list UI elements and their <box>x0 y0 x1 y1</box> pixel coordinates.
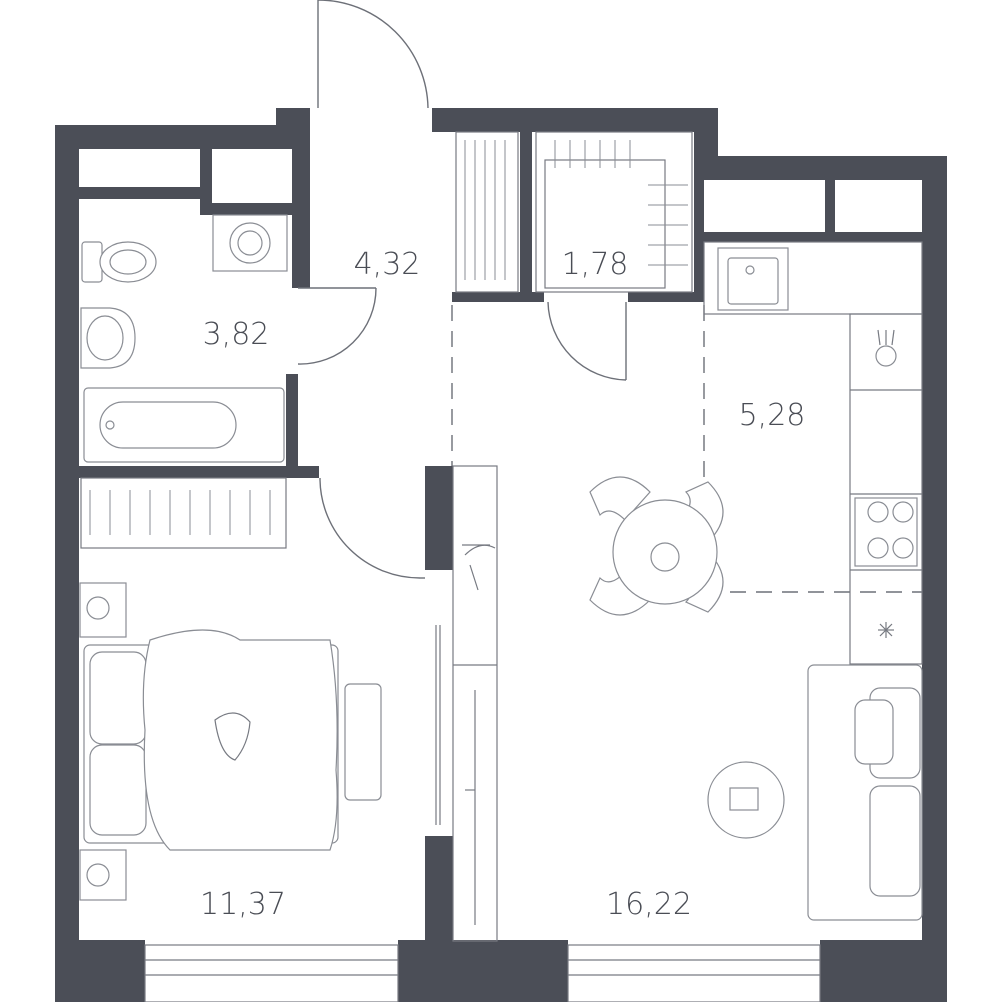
walls <box>55 108 947 1002</box>
kitchen-sink-icon <box>717 247 789 311</box>
bed-icon <box>83 629 382 851</box>
faucet-icon <box>875 329 897 367</box>
windows <box>144 944 821 1002</box>
hallway-area: 4,32 <box>354 247 421 282</box>
storage-area: 1,78 <box>562 247 629 282</box>
bathtub-icon <box>83 387 285 463</box>
sofa-icon <box>807 664 923 921</box>
bathroom-area: 3,82 <box>203 317 270 352</box>
mirror <box>435 625 441 825</box>
stove-icon <box>854 497 918 567</box>
plant-icon <box>462 544 496 591</box>
kitchen-area: 5,28 <box>739 398 806 433</box>
dining-table-icon <box>589 476 724 616</box>
doors <box>297 0 627 579</box>
toilet-icon <box>81 241 157 283</box>
washing-machine-icon <box>212 214 288 272</box>
plant-icon <box>878 622 894 638</box>
living-room-area: 16,22 <box>606 887 692 922</box>
tv-stand <box>452 465 498 942</box>
nightstand-icon <box>79 582 127 901</box>
kitchen-counter <box>703 241 923 665</box>
coffee-table-icon <box>707 761 785 839</box>
wardrobe-icon <box>80 131 693 549</box>
sink-icon <box>80 307 136 369</box>
bedroom-area: 11,37 <box>200 887 286 922</box>
